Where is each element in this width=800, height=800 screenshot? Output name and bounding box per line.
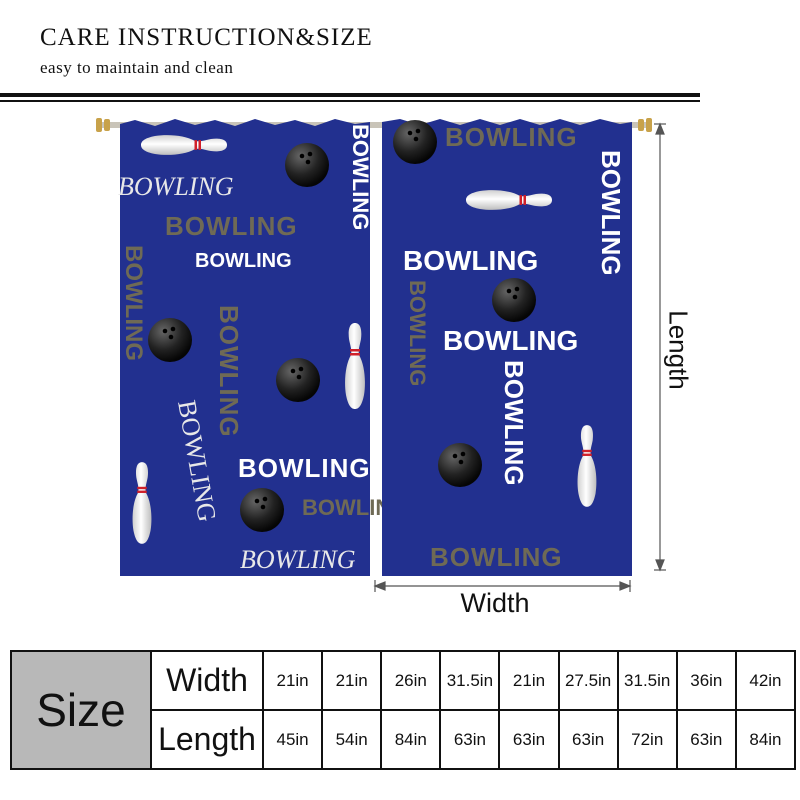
- size-cell: 36in: [678, 652, 737, 709]
- size-cell: 45in: [264, 711, 324, 768]
- page-subtitle: easy to maintain and clean: [40, 58, 234, 77]
- size-cell: 21in: [500, 652, 560, 709]
- size-cell: 21in: [323, 652, 383, 709]
- size-cell: 72in: [619, 711, 678, 768]
- curtain-panel-right: BOWLING BOWLING BOWLING BOWLING BOWLING …: [382, 119, 632, 576]
- width-dimension-line: [373, 580, 632, 592]
- svg-text:BOWLING: BOWLING: [195, 250, 292, 272]
- length-dimension-line: [654, 122, 666, 572]
- size-row-length: Length 45in 54in 84in 63in 63in 63in 72i…: [152, 709, 794, 768]
- size-table-body: Width 21in 21in 26in 31.5in 21in 27.5in …: [152, 652, 794, 768]
- size-cell: 42in: [749, 670, 782, 690]
- svg-text:BOWLING: BOWLING: [214, 305, 244, 438]
- svg-text:BOWLING: BOWLING: [596, 150, 626, 276]
- size-row-label: Width: [152, 652, 264, 709]
- svg-text:BOWLING: BOWLING: [405, 280, 430, 386]
- svg-text:BOWLING: BOWLING: [238, 453, 371, 483]
- size-cell: 54in: [323, 711, 383, 768]
- svg-text:BOWLING: BOWLING: [348, 124, 373, 230]
- size-row-label: Length: [152, 711, 264, 768]
- size-table: Size Width 21in 21in 26in 31.5in 21in 27…: [10, 650, 796, 770]
- svg-text:BOWLING: BOWLING: [120, 245, 147, 361]
- size-cell: 84in: [382, 711, 442, 768]
- size-cell: 31.5in: [441, 652, 501, 709]
- svg-text:BOWLING: BOWLING: [499, 360, 529, 486]
- size-cell: 26in: [382, 652, 442, 709]
- svg-text:BOWLING: BOWLING: [165, 211, 298, 241]
- size-cell: 27.5in: [560, 652, 619, 709]
- svg-text:BOWLING: BOWLING: [118, 172, 234, 201]
- size-cell: 31.5in: [619, 652, 678, 709]
- length-dimension-label: Length: [663, 310, 694, 390]
- header-rule-thin: [0, 100, 700, 102]
- svg-text:BOWLING: BOWLING: [240, 545, 356, 574]
- size-row-width: Width 21in 21in 26in 31.5in 21in 27.5in …: [152, 652, 794, 709]
- size-cell: 63in: [560, 711, 619, 768]
- svg-text:BOWLING: BOWLING: [430, 542, 563, 572]
- svg-text:BOWLING: BOWLING: [403, 245, 538, 276]
- size-cell: 63in: [500, 711, 560, 768]
- size-cell: 84in: [749, 729, 782, 749]
- curtain-illustration: BOWLING BOWLING BOWLING BOWLING BOWLING …: [96, 118, 666, 592]
- curtain-panel-left: BOWLING BOWLING BOWLING BOWLING BOWLING …: [118, 119, 408, 576]
- svg-text:BOWLING: BOWLING: [443, 325, 578, 356]
- size-cell: 63in: [678, 711, 737, 768]
- header-rule-thick: [0, 93, 700, 97]
- size-table-header: Size: [12, 652, 152, 768]
- size-cell: 21in: [264, 652, 324, 709]
- width-dimension-label: Width: [460, 588, 530, 618]
- page-title: CARE INSTRUCTION&SIZE: [40, 24, 373, 51]
- svg-text:BOWLING: BOWLING: [445, 122, 578, 152]
- size-cell: 63in: [441, 711, 501, 768]
